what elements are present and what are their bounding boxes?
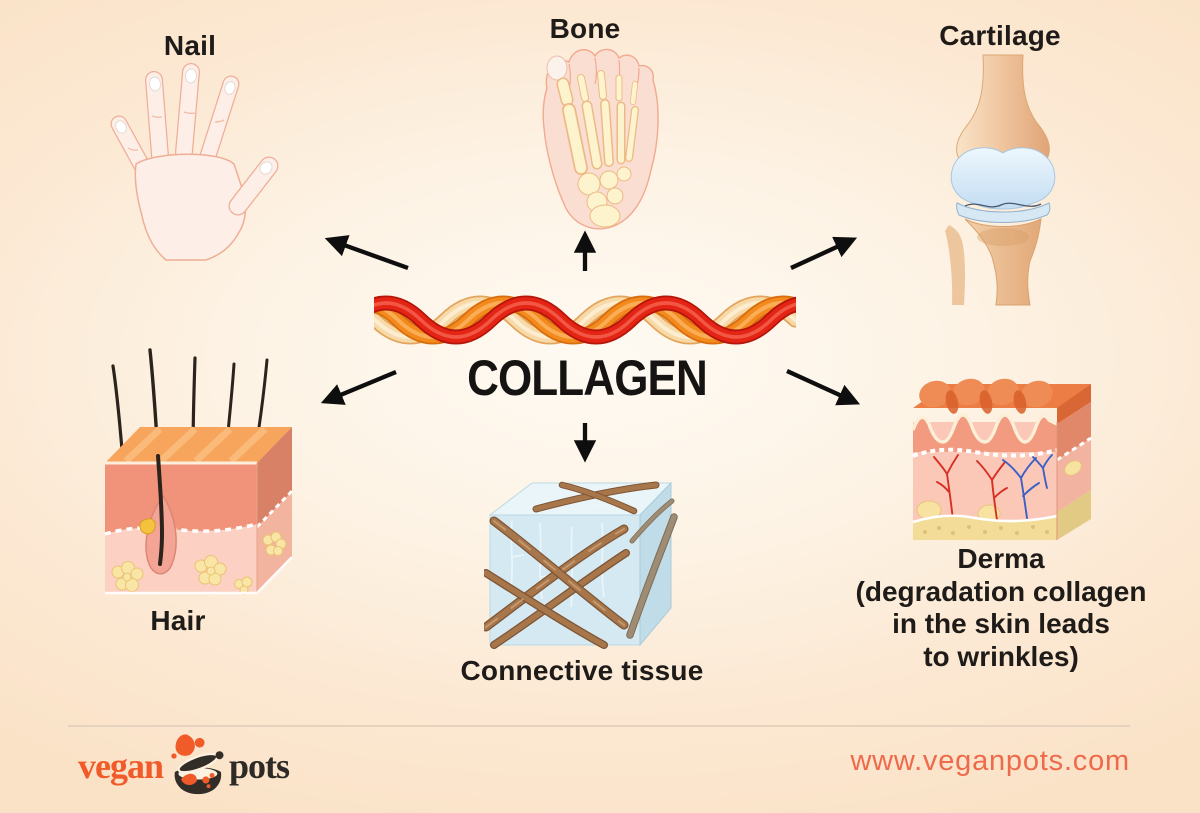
cooking-pot-icon [171,734,224,795]
website-url: www.veganpots.com [850,745,1130,777]
derma-label: Derma [957,543,1045,574]
brand-logo: vegan pots [78,731,290,796]
brand-pots-text: pots [229,746,290,786]
hair-skin-block-illustration [104,348,294,595]
connective-tissue-cube-illustration [484,481,678,649]
cartilage-label: Cartilage [939,20,1061,51]
arrow-to-derma [786,369,861,406]
derma-note-line: in the skin leads [892,608,1110,639]
arrow-to-nail [324,235,409,271]
derma-label-block: Derma (degradation collagen in the skin … [818,543,1184,673]
arrow-to-hair [320,370,397,405]
connective-tissue-label: Connective tissue [460,655,704,686]
collagen-fiber-illustration [374,295,796,345]
derma-note-line: (degradation collagen [855,575,1147,607]
arrow-to-cartilage [790,236,858,270]
derma-skin-block-illustration [911,378,1092,540]
hand-illustration [110,63,279,261]
bone-label: Bone [549,13,621,44]
foot-bones-illustration [542,48,659,230]
nail-label: Nail [163,30,217,61]
collagen-title: COLLAGEN [467,350,708,406]
brand-vegan-text: vegan [78,746,164,786]
hair-label: Hair [150,605,206,636]
footer-divider [68,725,1130,727]
knee-joint-illustration [945,54,1056,306]
derma-note-line: to wrinkles) [923,640,1079,672]
